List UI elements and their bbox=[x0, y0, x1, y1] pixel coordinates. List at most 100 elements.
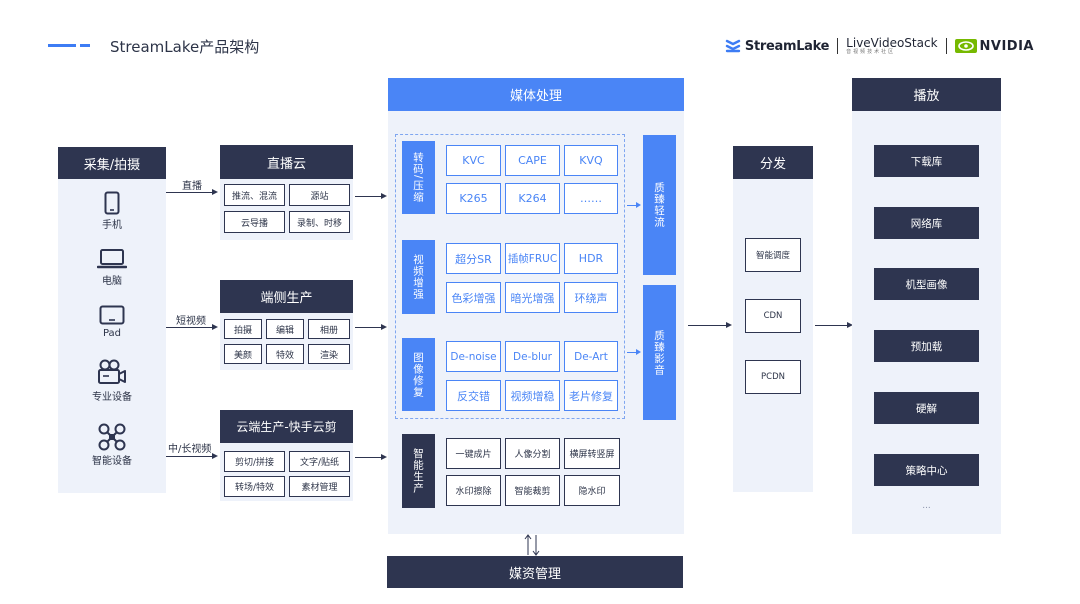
cloud-production-item: 转场/特效 bbox=[224, 476, 285, 497]
smart-item: 人像分割 bbox=[505, 438, 560, 469]
playback-item: 下载库 bbox=[874, 145, 979, 177]
edge-production-item: 特效 bbox=[266, 344, 304, 364]
restore-item: De-blur bbox=[505, 341, 560, 372]
nvidia-eye-icon bbox=[954, 39, 977, 53]
enhance-item: 环绕声 bbox=[564, 282, 618, 313]
cloud-production-item: 文字/贴纸 bbox=[289, 451, 350, 472]
restore-item: 反交错 bbox=[446, 380, 501, 411]
arrowhead bbox=[212, 189, 218, 195]
edge-production-item: 渲染 bbox=[308, 344, 350, 364]
transcode-item: KVQ bbox=[564, 145, 618, 176]
smart-item: 水印擦除 bbox=[446, 475, 501, 506]
device-label: 电脑 bbox=[102, 276, 122, 287]
device-label: 手机 bbox=[102, 220, 122, 231]
arrow-line bbox=[355, 457, 381, 458]
livevideostack-logo: LiveVideoStack 音视频技术社区 bbox=[846, 36, 938, 55]
arrow-line bbox=[166, 192, 214, 193]
group-label-enhance: 视频增强 bbox=[402, 240, 435, 314]
arrowhead bbox=[212, 324, 218, 330]
live-cloud-item: 源站 bbox=[289, 184, 350, 206]
phone-icon bbox=[104, 191, 120, 215]
distribution-title: 分发 bbox=[733, 146, 813, 179]
arrowhead bbox=[381, 454, 387, 460]
cloud-production-item: 素材管理 bbox=[289, 476, 350, 497]
arrowhead bbox=[381, 193, 387, 199]
tablet-icon bbox=[99, 305, 125, 325]
device-label: 智能设备 bbox=[92, 456, 132, 467]
flow-label-live: 直播 bbox=[182, 181, 202, 192]
arrow-line bbox=[815, 325, 847, 326]
arrow-line bbox=[166, 456, 214, 457]
side-label-av-quality: 质臻影音 bbox=[643, 285, 676, 420]
device-label: Pad bbox=[102, 328, 122, 339]
playback-item: 网络库 bbox=[874, 207, 979, 239]
title-accent-bar bbox=[48, 44, 76, 47]
transcode-item: KVC bbox=[446, 145, 501, 176]
live-cloud-item: 云导播 bbox=[224, 211, 285, 233]
edge-production-item: 编辑 bbox=[266, 319, 304, 339]
title-accent-dash bbox=[80, 44, 90, 47]
camera-icon bbox=[98, 359, 126, 384]
arrow-line bbox=[688, 325, 726, 326]
distribution-item: PCDN bbox=[745, 360, 801, 394]
distribution-item: CDN bbox=[745, 299, 801, 333]
smart-item: 隐水印 bbox=[564, 475, 620, 506]
flow-label-long: 中/长视频 bbox=[168, 444, 212, 455]
restore-item: 视频增稳 bbox=[505, 380, 560, 411]
playback-item: 硬解 bbox=[874, 392, 979, 424]
group-label-transcode: 转码/压缩 bbox=[402, 141, 435, 214]
asset-management: 媒资管理 bbox=[387, 556, 683, 588]
smart-item: 智能裁剪 bbox=[505, 475, 560, 506]
capture-title: 采集/拍摄 bbox=[58, 147, 166, 179]
playback-more: ... bbox=[922, 501, 931, 511]
cloud-production-item: 剪切/拼接 bbox=[224, 451, 285, 472]
device-smart: 智能设备 bbox=[58, 422, 166, 467]
logo-separator bbox=[945, 38, 947, 54]
logo-separator bbox=[837, 38, 839, 54]
enhance-item: 色彩增强 bbox=[446, 282, 501, 313]
edge-production-title: 端侧生产 bbox=[220, 280, 353, 313]
arrowhead bbox=[636, 349, 641, 355]
partner-logos: StreamLake LiveVideoStack 音视频技术社区 NVIDIA bbox=[725, 36, 1034, 56]
drone-icon bbox=[98, 423, 126, 451]
media-processing-title: 媒体处理 bbox=[388, 78, 684, 111]
transcode-item: …… bbox=[564, 183, 618, 214]
laptop-icon bbox=[97, 249, 127, 269]
streamlake-logo: StreamLake bbox=[725, 39, 829, 54]
group-label-smart: 智能生产 bbox=[402, 434, 435, 508]
device-laptop: 电脑 bbox=[58, 246, 166, 287]
group-label-restore: 图像修复 bbox=[402, 338, 435, 411]
side-label-light-stream: 质臻轻流 bbox=[643, 135, 676, 275]
enhance-item: 插帧FRUC bbox=[505, 243, 560, 274]
nvidia-logo: NVIDIA bbox=[954, 39, 1034, 54]
arrowhead bbox=[636, 202, 641, 208]
live-cloud-item: 录制、时移 bbox=[289, 211, 350, 233]
enhance-item: 暗光增强 bbox=[505, 282, 560, 313]
edge-production-item: 相册 bbox=[308, 319, 350, 339]
enhance-item: HDR bbox=[564, 243, 618, 274]
device-phone: 手机 bbox=[58, 190, 166, 231]
bidirectional-arrow bbox=[524, 534, 540, 556]
device-professional: 专业设备 bbox=[58, 358, 166, 403]
page-title: StreamLake产品架构 bbox=[110, 38, 260, 56]
arrow-line bbox=[355, 196, 381, 197]
arrow-line bbox=[166, 327, 214, 328]
arrow-line bbox=[627, 205, 637, 206]
device-pad: Pad bbox=[58, 302, 166, 339]
enhance-item: 超分SR bbox=[446, 243, 501, 274]
streamlake-icon bbox=[725, 39, 741, 53]
transcode-item: K264 bbox=[505, 183, 560, 214]
live-cloud-item: 推流、混流 bbox=[224, 184, 285, 206]
smart-item: 一键成片 bbox=[446, 438, 501, 469]
arrow-line bbox=[355, 327, 381, 328]
playback-title: 播放 bbox=[852, 78, 1001, 111]
playback-item: 机型画像 bbox=[874, 268, 979, 300]
arrowhead bbox=[847, 322, 853, 328]
arrowhead bbox=[212, 453, 218, 459]
restore-item: De-noise bbox=[446, 341, 501, 372]
transcode-item: K265 bbox=[446, 183, 501, 214]
playback-item: 策略中心 bbox=[874, 454, 979, 486]
live-cloud-title: 直播云 bbox=[220, 145, 353, 179]
edge-production-item: 拍摄 bbox=[224, 319, 262, 339]
arrowhead bbox=[726, 322, 732, 328]
